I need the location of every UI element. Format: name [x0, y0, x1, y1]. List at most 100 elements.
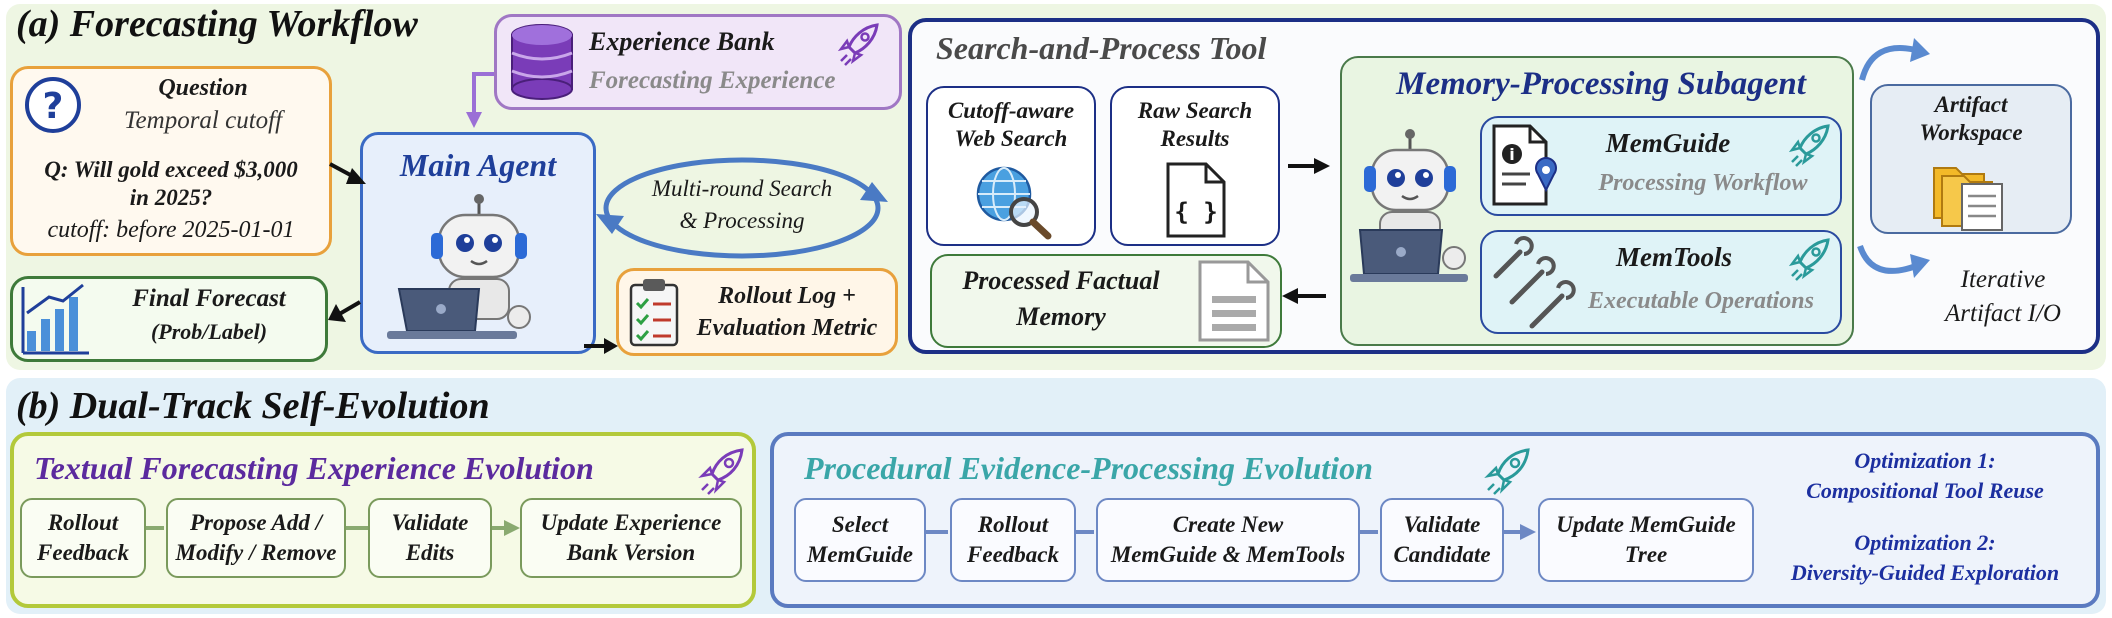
chart-icon [21, 283, 89, 355]
globe-search-icon [976, 166, 1052, 240]
subagent-box: Memory-Processing Subagent i [1340, 56, 1854, 346]
web-search-line2: Web Search [954, 126, 1068, 151]
arrow-question-to-agent [329, 162, 366, 184]
textual-step-1-line2: Feedback [37, 540, 129, 565]
textual-step-3-line2: Edits [405, 540, 455, 565]
memtools-box: MemTools Executable Operations [1480, 230, 1842, 334]
main-agent-box: Main Agent [360, 132, 596, 354]
raw-results-line2: Results [1160, 126, 1230, 151]
processed-memory-line2: Memory [1016, 302, 1106, 331]
question-heading: Question [158, 75, 248, 101]
arrow-experience-to-agent [466, 72, 482, 128]
final-forecast-line1: Final Forecast [132, 285, 286, 312]
tool-title: Search-and-Process Tool [936, 30, 1267, 66]
procedural-step-4-line1: Validate [1403, 512, 1481, 537]
clipboard-icon [629, 279, 679, 347]
optimization-1-line1: Optimization 1: [1854, 448, 1996, 473]
rollout-log-line2: Evaluation Metric [696, 315, 878, 341]
question-icon: ? [25, 77, 81, 133]
experience-bank-title: Experience Bank [589, 27, 775, 56]
question-cutoff: cutoff: before 2025-01-01 [47, 217, 295, 243]
procedural-step-3-line1: Create New [1172, 512, 1284, 537]
procedural-step-2-line2: Feedback [967, 542, 1059, 567]
procedural-step-3-line2: MemGuide & MemTools [1110, 542, 1346, 567]
artifact-line2: Workspace [1919, 120, 2023, 145]
artifact-workspace-box: Artifact Workspace [1870, 84, 2072, 234]
textual-step-4-line2: Bank Version [566, 540, 696, 565]
arrow-subagent-to-memory [1282, 288, 1326, 304]
textual-evolution-title: Textual Forecasting Experience Evolution [34, 450, 594, 486]
final-forecast-line2: (Prob/Label) [150, 319, 268, 344]
procedural-connectors [924, 524, 1536, 540]
memguide-subtitle: Processing Workflow [1598, 170, 1808, 196]
rollout-log-line1: Rollout Log + [718, 283, 856, 309]
arrow-agent-to-rollout [584, 338, 618, 354]
textual-step-2: Propose Add / Modify / Remove [166, 498, 346, 578]
textual-step-1-line1: Rollout [47, 510, 119, 535]
panel-b-title: (b) Dual-Track Self-Evolution [16, 385, 490, 427]
arrow-agent-to-forecast [328, 300, 362, 322]
question-subheading: Temporal cutoff [123, 107, 283, 134]
rocket-icon [1788, 124, 1830, 167]
question-box: ? Question Temporal cutoff Q: Will gold … [10, 66, 332, 256]
procedural-evolution-title: Procedural Evidence-Processing Evolution [804, 450, 1373, 486]
folder-icon [1933, 167, 2003, 231]
search-process-tool-box: Search-and-Process Tool Cutoff-aware Web… [908, 18, 2100, 354]
experience-bank-box: Experience Bank Forecasting Experience [494, 14, 902, 110]
procedural-step-1-line1: Select [831, 512, 889, 537]
memtools-title: MemTools [1615, 242, 1732, 272]
web-search-line1: Cutoff-aware [947, 98, 1075, 123]
panel-a-title: (a) Forecasting Workflow [16, 3, 418, 45]
raw-results-box: Raw Search Results { } [1110, 86, 1280, 246]
textual-step-3-line1: Validate [391, 510, 469, 535]
processed-memory-box: Processed Factual Memory [930, 254, 1282, 348]
multi-round-line1: Multi-round Search [651, 176, 833, 201]
memtools-subtitle: Executable Operations [1588, 288, 1814, 314]
robot-icon [387, 194, 531, 339]
database-icon [511, 24, 573, 100]
arrow-raw-to-subagent [1288, 158, 1330, 174]
question-text-line2: in 2025? [129, 185, 213, 210]
textual-connectors [144, 520, 520, 536]
textual-step-4-line1: Update Experience [540, 510, 722, 535]
textual-evolution-box: Textual Forecasting Experience Evolution… [10, 432, 756, 608]
multi-round-line2: & Processing [679, 208, 805, 233]
procedural-evolution-box: Procedural Evidence-Processing Evolution… [770, 432, 2100, 608]
web-search-box: Cutoff-aware Web Search [926, 86, 1096, 246]
subagent-title: Memory-Processing Subagent [1396, 66, 1806, 102]
textual-step-2-line2: Modify / Remove [175, 540, 337, 565]
multi-round-loop-arrow [596, 157, 888, 259]
question-text-line1: Q: Will gold exceed $3,000 [44, 157, 298, 182]
procedural-step-4-line2: Candidate [1393, 542, 1491, 567]
rocket-icon [1788, 238, 1830, 281]
memguide-doc-icon: i [1492, 124, 1557, 206]
processed-memory-line1: Processed Factual [962, 266, 1160, 295]
procedural-step-1-line2: MemGuide [806, 542, 914, 567]
rocket-icon [837, 23, 879, 66]
artifact-line1: Artifact [1934, 92, 2008, 117]
wrench-icon [1493, 236, 1576, 329]
memguide-title: MemGuide [1605, 128, 1731, 158]
document-icon [1198, 260, 1270, 342]
rocket-icon [1484, 448, 1530, 495]
json-glyph: { } [1174, 198, 1218, 226]
textual-step-2-line1: Propose Add / [189, 510, 323, 535]
memguide-box: i MemGuide Processing Workflow [1480, 116, 1842, 216]
final-forecast-box: Final Forecast (Prob/Label) [10, 276, 328, 362]
optimization-2-line2: Diversity-Guided Exploration [1790, 560, 2060, 585]
json-file-icon [1166, 162, 1226, 238]
procedural-step-5-line1: Update MemGuide [1556, 512, 1736, 537]
experience-bank-subtitle: Forecasting Experience [589, 67, 836, 94]
main-agent-title: Main Agent [399, 147, 557, 183]
svg-text:i: i [1509, 145, 1514, 164]
optimization-1-line2: Compositional Tool Reuse [1806, 478, 2044, 503]
connector-line [474, 72, 494, 76]
iterative-line2: Artifact I/O [1945, 300, 2061, 327]
